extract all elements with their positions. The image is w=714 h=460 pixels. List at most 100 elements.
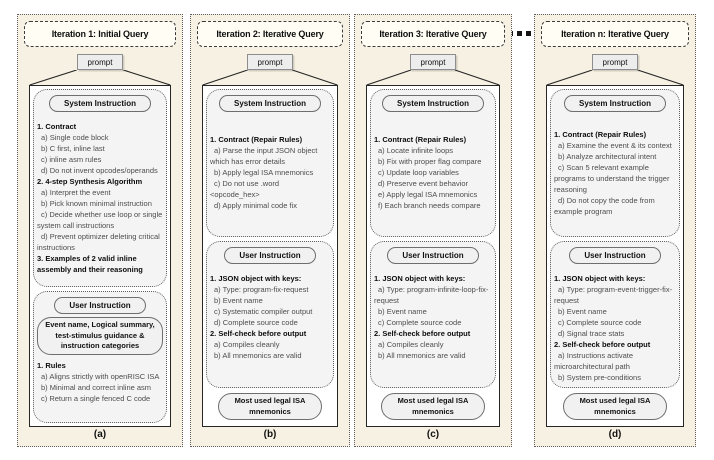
instruction-item: d) Signal trace stats (558, 329, 625, 338)
section-heading: 2. 4-step Synthesis Algorithm (37, 176, 143, 186)
instruction-item: c) Complete source code (558, 318, 642, 327)
prompt-row: prompt (540, 54, 690, 70)
instruction-item: a) Type: program-fix-request (214, 285, 309, 294)
instruction-item: f) Each branch needs compare (378, 201, 481, 210)
prompt-content-box: System Instruction 1. Contract (Repair R… (202, 85, 338, 427)
instruction-item: b) All mnemonics are valid (378, 351, 466, 360)
system-items-list: 1. Contract (Repair Rules)a) Examine the… (553, 129, 677, 217)
panel-label: (a) (93, 429, 107, 440)
panel-title: Iteration 3: Iterative Query (361, 21, 505, 47)
prompt-box: prompt (77, 54, 123, 70)
instruction-item: c) Systematic compiler output (214, 307, 313, 316)
instruction-item: a) Locate infinite loops (378, 146, 454, 155)
instruction-item: b) Event name (214, 296, 263, 305)
user-items-list: 1. JSON object with keys: a) Type: progra… (553, 273, 677, 383)
instruction-item: c) Complete source code (378, 318, 462, 327)
instruction-item: c) inline asm rules (41, 154, 102, 164)
prompt-row: prompt (23, 54, 177, 70)
instruction-item: a) Type: program-event-trigger-fix-reque… (554, 285, 673, 305)
instruction-item: b) Event name (558, 307, 607, 316)
iteration-panel: Iteration 1: Initial Query prompt System… (17, 14, 183, 447)
instruction-item: a) Aligns strictly with openRISC ISA (41, 371, 160, 381)
instruction-item: c) Scan 5 relevant example programs to u… (554, 162, 670, 194)
isa-mnemonics-pill: Most used legal ISA mnemonics (381, 393, 485, 420)
system-instruction-pill: System Instruction (218, 95, 321, 112)
prompt-row: prompt (360, 54, 506, 70)
isa-mnemonics-pill: Most used legal ISA mnemonics (218, 393, 322, 420)
user-instruction-pill: User Instruction (54, 297, 146, 314)
prompt-box: prompt (592, 54, 638, 70)
instruction-item: d) Preserve event behavior (378, 179, 469, 188)
user-instruction-pill: User Instruction (387, 247, 479, 264)
prompt-content-box: System Instruction 1. Contract (Repair R… (366, 85, 500, 427)
section-heading: 2. Self-check before output (554, 340, 651, 349)
section-heading: 1. JSON object with keys: (210, 274, 302, 283)
section-heading: 1. Contract (Repair Rules) (554, 129, 647, 139)
iteration-panel: Iteration 2: Iterative Query prompt Syst… (190, 14, 350, 447)
instruction-item: b) Pick known minimal instruction (41, 198, 152, 208)
instruction-item: a) Interpret the event (41, 187, 111, 197)
user-items-list: 1. JSON object with keys: a) Type: progra… (373, 273, 493, 361)
section-heading: 3. Examples of 2 valid inline assembly a… (37, 253, 143, 274)
system-instruction-pill: System Instruction (48, 95, 151, 112)
prompt-funnel-connector (546, 70, 684, 85)
system-instruction-region: System Instruction 1. Contract (Repair R… (206, 89, 334, 237)
instruction-item: b) Event name (378, 307, 427, 316)
iteration-panel: Iteration 3: Iterative Query prompt Syst… (354, 14, 512, 447)
instruction-item: a) Compiles cleanly (378, 340, 444, 349)
section-heading: 1. Rules (37, 360, 66, 370)
panel-title: Iteration n: Iterative Query (541, 21, 689, 47)
section-heading: 2. Self-check before output (374, 329, 471, 338)
instruction-item: b) C first, inline last (41, 143, 105, 153)
instruction-item: b) Analyze architectural intent (558, 151, 657, 161)
instruction-item: e) Apply legal ISA mnemonics (378, 190, 478, 199)
instruction-item: b) System pre-conditions (558, 373, 641, 382)
section-heading: 1. Contract (37, 121, 77, 131)
user-instruction-pill: User Instruction (569, 247, 661, 264)
user-banner-pill: Event name, Logical summary, test-stimul… (37, 317, 163, 355)
section-heading: 2. Self-check before output (210, 329, 307, 338)
panel-label: (b) (263, 429, 277, 440)
isa-mnemonics-pill: Most used legal ISA mnemonics (563, 393, 667, 420)
instruction-item: a) Instructions activate microarchitectu… (554, 351, 634, 371)
instruction-item: b) Fix with proper flag compare (378, 157, 482, 166)
system-instruction-pill: System Instruction (563, 95, 666, 112)
system-instruction-region: System Instruction 1. Contract (Repair R… (370, 89, 496, 237)
user-instruction-region: User Instruction 1. JSON object with key… (370, 241, 496, 388)
panel-title: Iteration 1: Initial Query (24, 21, 176, 47)
instruction-item: a) Examine the event & its context (558, 140, 672, 150)
instruction-item: c) Do not use .word <opcode_hex> (210, 179, 280, 199)
user-items-list: 1. JSON object with keys: a) Type: progra… (209, 273, 331, 361)
instruction-item: d) Do not copy the code from example pro… (554, 195, 655, 216)
instruction-item: b) Minimal and correct inline asm (41, 382, 152, 392)
instruction-item: a) Parse the input JSON object which has… (210, 146, 318, 166)
user-instruction-region: User Instruction 1. JSON object with key… (550, 241, 680, 388)
instruction-item: a) Compiles cleanly (214, 340, 280, 349)
instruction-item: d) Apply minimal code fix (214, 201, 297, 210)
instruction-item: c) Update loop variables (378, 168, 459, 177)
prompt-box: prompt (410, 54, 456, 70)
instruction-item: c) Decide whether use loop or single sys… (37, 209, 163, 230)
prompt-funnel-connector (202, 70, 338, 85)
prompt-funnel-connector (29, 70, 171, 85)
instruction-item: d) Complete source code (214, 318, 298, 327)
panel-label: (d) (608, 429, 622, 440)
system-items-list: 1. Contract (Repair Rules) a) Locate infi… (373, 134, 493, 211)
prompt-content-box: System Instruction 1. Contract (Repair R… (546, 85, 684, 427)
section-heading: 1. Contract (Repair Rules) (374, 135, 467, 144)
instruction-item: d) Prevent optimizer deleting critical i… (37, 231, 160, 252)
section-heading: 1. JSON object with keys: (554, 274, 646, 283)
user-instruction-pill: User Instruction (224, 247, 316, 264)
prompt-funnel-connector (366, 70, 500, 85)
panel-label: (c) (426, 429, 440, 440)
instruction-item: a) Type: program-infinite-loop-fix-reque… (374, 285, 489, 305)
user-instruction-region: User Instruction Event name, Logical sum… (33, 291, 167, 423)
instruction-item: a) Single code block (41, 132, 109, 142)
section-heading: 1. JSON object with keys: (374, 274, 466, 283)
section-heading: 1. Contract (Repair Rules) (210, 135, 303, 144)
system-instruction-region: System Instruction 1. Contract (Repair R… (550, 89, 680, 237)
panel-title: Iteration 2: Iterative Query (197, 21, 343, 47)
